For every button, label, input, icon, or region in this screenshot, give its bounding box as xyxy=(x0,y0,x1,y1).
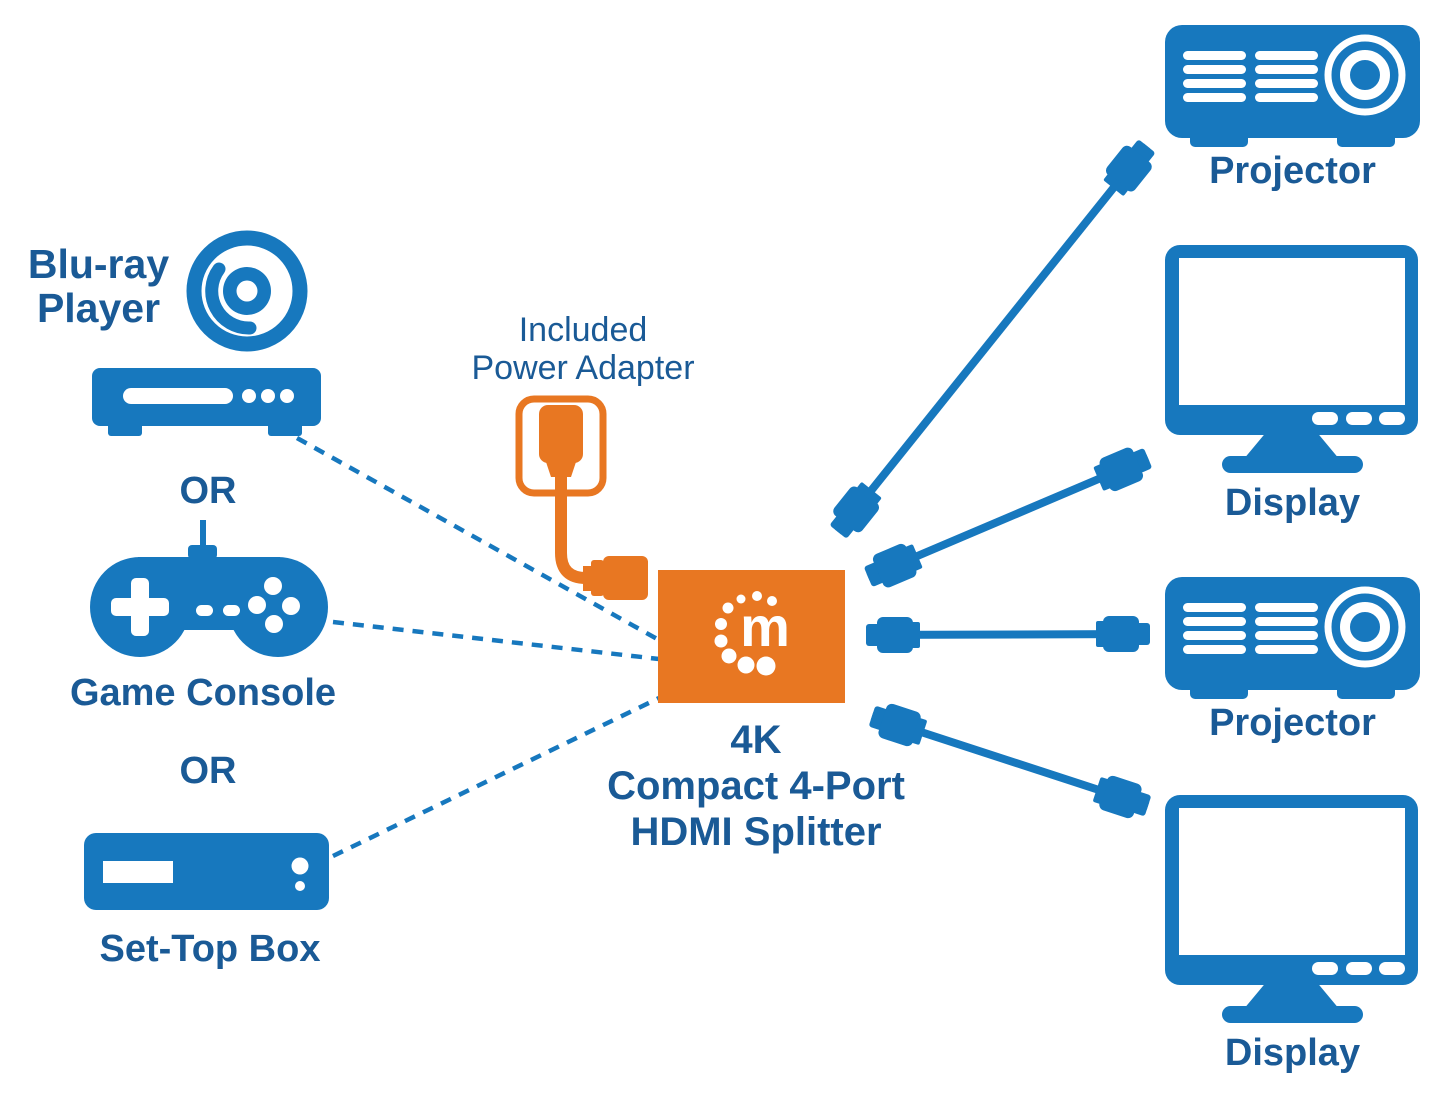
power-adapter-label: Included Power Adapter xyxy=(433,311,733,388)
projector-label-2: Projector xyxy=(1209,702,1376,744)
display-label-1: Display xyxy=(1224,482,1361,524)
dashed-input-lines xyxy=(295,436,661,859)
power-adapter-label-line2: Power Adapter xyxy=(471,349,695,388)
game-console-label: Game Console xyxy=(69,672,337,714)
manhattan-logo: m xyxy=(714,591,790,676)
hdmi-cable-2 xyxy=(860,441,1156,594)
dashed-line-set-top-box xyxy=(332,695,660,859)
display-label-2: Display xyxy=(1224,1032,1361,1074)
projector-icon-1 xyxy=(1165,25,1420,147)
power-adapter-icon xyxy=(515,395,648,600)
dashed-line-game-console xyxy=(332,619,660,662)
display-monitor-icon-2 xyxy=(1165,795,1418,1023)
projector-label-1: Projector xyxy=(1209,150,1376,192)
set-top-box-label: Set-Top Box xyxy=(99,928,321,970)
hdmi-cable-1 xyxy=(823,134,1162,544)
bluray-player-label: Blu-ray Player xyxy=(6,241,191,331)
projector-icon-2 xyxy=(1165,577,1420,699)
dashed-line-bluray xyxy=(295,436,661,642)
splitter-title-line2: Compact 4-Port xyxy=(607,764,905,808)
or-label-2: OR xyxy=(179,750,237,792)
game-controller-icon xyxy=(90,520,328,657)
or-label-1: OR xyxy=(179,470,237,512)
hdmi-cable-3 xyxy=(865,616,1151,653)
bluray-label-line2: Player xyxy=(36,284,161,331)
bluray-player-icon xyxy=(92,368,321,436)
bluray-disc-icon xyxy=(186,230,308,352)
power-adapter-label-line1: Included xyxy=(518,311,648,349)
splitter-title-line3: HDMI Splitter xyxy=(630,810,882,854)
bluray-label-line1: Blu-ray xyxy=(27,241,170,287)
splitter-title: 4K Compact 4-Port HDMI Splitter xyxy=(566,717,946,855)
hdmi-splitter-box: m xyxy=(658,570,845,703)
logo-letter: m xyxy=(740,595,790,658)
display-monitor-icon-1 xyxy=(1165,245,1418,473)
set-top-box-icon xyxy=(84,833,329,910)
splitter-title-line1: 4K xyxy=(730,718,782,762)
hdmi-cable-4 xyxy=(866,698,1154,824)
